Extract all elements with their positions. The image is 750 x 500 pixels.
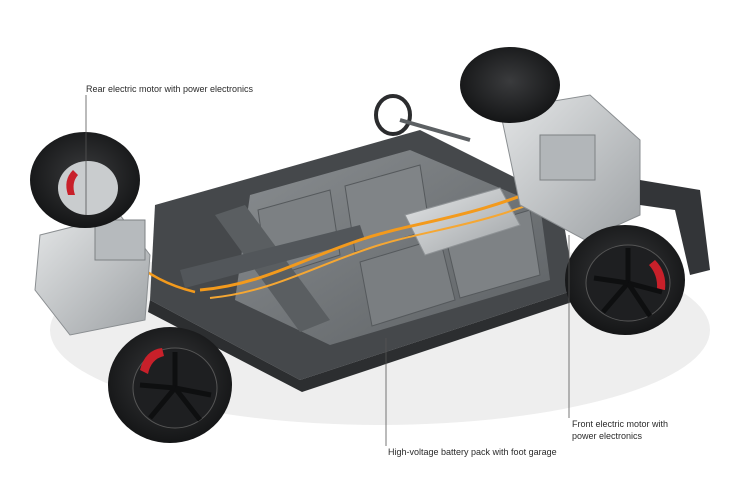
front-left-tire xyxy=(460,47,560,123)
rear-left-brake-caliper xyxy=(66,170,78,195)
front-subframe xyxy=(640,180,710,275)
cross-beam xyxy=(180,225,365,288)
battery-module-front-left xyxy=(359,237,456,327)
rear-power-electronics xyxy=(94,219,146,261)
front-motor-callout-line2: power electronics xyxy=(572,431,643,441)
front-right-spokes xyxy=(593,248,663,318)
battery-pack-callout: High-voltage battery pack with foot gara… xyxy=(388,447,557,457)
steering-wheel xyxy=(374,94,412,136)
front-motor-callout: Front electric motor with power electron… xyxy=(572,418,668,442)
hv-cable-main xyxy=(199,178,561,292)
front-power-electronics xyxy=(539,134,596,181)
front-right-brake-caliper xyxy=(649,260,666,290)
front-motor-callout-line1: Front electric motor with xyxy=(572,419,669,429)
rear-right-spokes xyxy=(139,352,212,422)
rear-motor-callout: Rear electric motor with power electroni… xyxy=(86,84,254,94)
chassis-frame-edge xyxy=(148,290,578,392)
steering-column xyxy=(399,118,471,142)
hv-cable-secondary xyxy=(209,189,566,299)
rear-right-brake-caliper xyxy=(140,348,164,374)
center-tunnel-beam xyxy=(215,205,330,332)
